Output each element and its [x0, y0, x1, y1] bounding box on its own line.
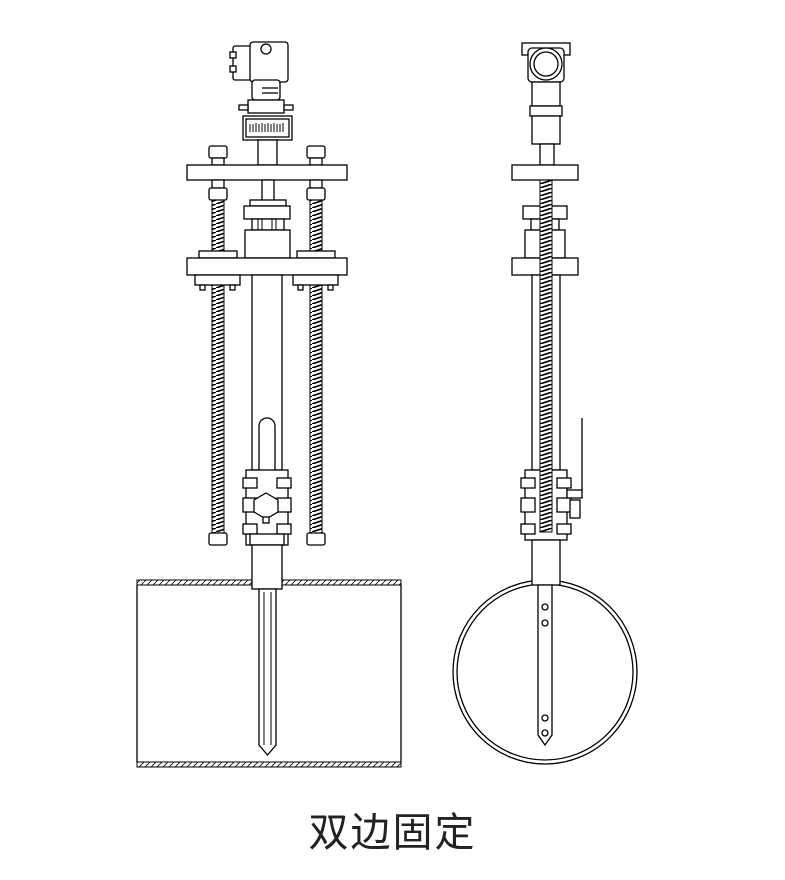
ball-valve — [242, 469, 292, 546]
top-plate-side — [511, 164, 579, 181]
valve-handle — [258, 417, 276, 470]
probe — [258, 588, 277, 757]
threaded-rod-left — [211, 199, 225, 534]
threaded-rod-side — [539, 179, 553, 533]
drawing-caption: 双边固定 — [308, 810, 477, 856]
probe-side — [537, 584, 553, 747]
transmitter-head — [229, 41, 294, 141]
nut — [306, 145, 326, 159]
side-view — [452, 42, 638, 765]
transmitter-head-side — [521, 42, 571, 166]
lower-plate — [186, 257, 348, 276]
nut — [208, 145, 228, 159]
packing-gland — [243, 199, 291, 259]
threaded-rod-right — [309, 199, 323, 534]
front-view — [136, 41, 402, 768]
stem — [257, 139, 278, 166]
top-plate — [186, 164, 348, 181]
